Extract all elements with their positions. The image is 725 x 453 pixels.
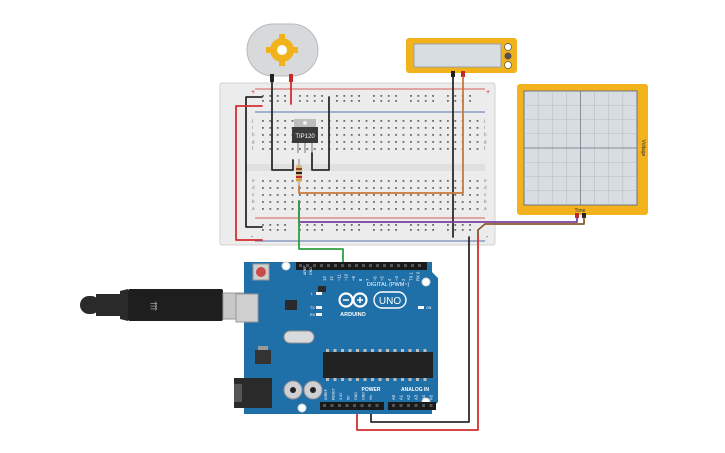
row-letter: a [484,206,487,211]
analog-pin-label: A5 [429,394,434,400]
digital-pin-label: ~6 [372,276,377,281]
usb-cable[interactable]: ⇶ [80,289,256,321]
oscilloscope[interactable]: Time Voltage [517,84,648,218]
digital-header-label: DIGITAL (PWM~) [367,282,410,288]
digital-pin-label: 4 [387,278,392,281]
digital-pin-label: 8 [358,278,363,281]
digital-pin-label: ~11 [336,274,341,281]
wire-motor-black[interactable] [271,81,294,171]
digital-pin-label: 13 [322,276,327,281]
wire-rail-gnd-left[interactable] [245,96,263,228]
row-letter: d [484,185,487,190]
row-letter: g [252,139,255,144]
digital-pin-label: 2 [401,278,406,281]
aref-label: AREF [303,265,307,275]
arduino-logo-icon [338,292,368,308]
multimeter-display [413,43,502,68]
row-letter: e [252,178,255,183]
analog-pin-label: A1 [399,394,404,400]
rail-minus-label-right: - [486,234,489,241]
led-rx-label: RX [310,313,316,317]
power-pin-label: RESET [332,387,336,400]
power-pin-label: Vin [369,395,373,400]
led-tx-label: TX [310,306,315,310]
power-pin-label: GND [362,392,366,400]
wires[interactable] [235,76,585,431]
row-letter: b [252,199,255,204]
wire-arduino-5v[interactable] [356,236,479,431]
analog-pin-label: A4 [421,394,426,400]
digital-pin-label: 12 [329,276,334,281]
transistor-label: TIP120 [295,134,315,140]
row-letter: b [484,199,487,204]
resistor[interactable] [296,159,302,188]
wire-collector-black[interactable] [311,96,330,171]
rail-plus-label-right: + [486,89,490,96]
row-letter: h [484,132,487,137]
row-letter: f [484,146,486,151]
power-pin-label: 3.3V [339,392,343,400]
row-letter: j [483,118,485,123]
power-header-label: POWER [362,387,381,393]
power-pin-label: 5V [347,395,351,400]
digital-pin-label: RX 0 [416,271,421,281]
board-model-label: UNO [379,296,401,307]
atmega-chip [323,352,433,378]
transistor-tip120[interactable]: TIP120 [292,119,318,153]
digital-pin-label: ~3 [394,276,399,281]
power-pin-label: GND [354,392,358,400]
power-pin-label: IOREF [324,388,328,400]
usb-icon: ⇶ [150,301,158,311]
wire-arduino-gnd[interactable] [370,236,470,423]
wire-meter-orange[interactable] [298,76,464,194]
dc-motor[interactable] [246,23,319,82]
analog-pin-label: A3 [414,394,419,400]
row-letter: d [252,185,255,190]
multimeter[interactable] [406,38,517,77]
board-brand-label: ARDUINO [340,312,366,318]
row-letter: h [252,132,255,137]
rail-minus-label: - [251,234,254,241]
digital-pin-label: ~9 [351,276,356,281]
gnd-label: GND [309,267,313,275]
digital-pin-label: 7 [365,278,370,281]
analog-header-label: ANALOG IN [401,387,429,393]
row-letter: c [484,192,487,197]
row-letter: a [252,206,255,211]
multimeter-knob-icon[interactable] [504,43,512,51]
digital-pin-label: TX 1 [408,271,413,281]
row-letter: i [484,125,485,130]
row-letter: e [484,178,487,183]
wire-scope-brown[interactable] [477,217,585,238]
row-letter: c [252,192,255,197]
wire-signal-green[interactable] [298,200,344,269]
wire-rail-vcc-left[interactable] [235,105,263,241]
led-l-label: L [311,292,313,296]
analog-pin-label: A0 [391,394,396,400]
digital-pin-label: ~5 [380,276,385,281]
analog-pin-label: A2 [406,394,411,400]
row-letter: i [252,125,253,130]
scope-time-label: Time [575,208,586,214]
row-letter: j [251,118,253,123]
digital-pin-label: ~10 [344,273,349,281]
scope-voltage-label: Voltage [640,140,646,157]
row-letter: g [484,139,487,144]
rail-plus-label: + [251,89,255,96]
led-on-label: ON [426,306,432,310]
row-letter: f [252,146,254,151]
